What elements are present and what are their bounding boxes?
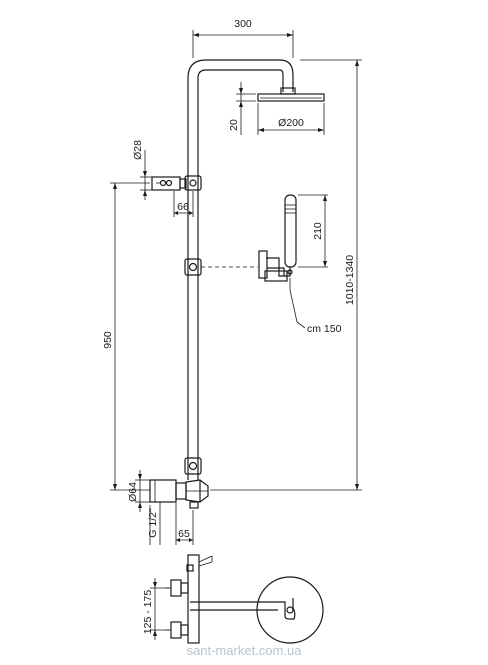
shower-head [257, 93, 325, 102]
mixer-holder-dimension: 950 [102, 182, 150, 491]
dim-holder-diameter: Ø28 [132, 140, 144, 160]
dim-head-diameter: Ø200 [278, 117, 304, 129]
watermark: sant-market.com.ua [186, 643, 302, 658]
dim-head-thickness: 20 [228, 119, 240, 131]
riser-pipe [187, 78, 199, 480]
dim-mixer-to-holder: 950 [102, 331, 114, 349]
upper-holder [151, 175, 202, 191]
dim-thread: G 1/2" [147, 508, 159, 538]
holder-dimensions: Ø28 66 [132, 140, 194, 217]
inlet-spacing-dimension: 125 - 175 [142, 578, 170, 640]
mixer-dimensions: Ø64 G 1/2" 65 [127, 470, 194, 545]
dim-holder-offset: 66 [177, 201, 189, 213]
dim-inlet-spacing: 125 - 175 [142, 590, 154, 635]
handshower-dimensions: 210 cm 150 [289, 194, 342, 335]
head-dimensions: 300 20 Ø200 [192, 18, 325, 135]
total-height-dimension: 1010-1340 [210, 59, 362, 491]
dim-total-height: 1010-1340 [344, 255, 356, 305]
dim-hose-length: cm 150 [307, 323, 342, 335]
handshower [258, 194, 297, 282]
mixer-body [149, 479, 209, 509]
top-view [165, 554, 324, 644]
dim-mixer-diameter: Ø64 [127, 482, 139, 502]
dim-mixer-offset: 65 [178, 528, 190, 540]
dim-arm-width: 300 [234, 18, 252, 30]
slide-holder [184, 258, 258, 276]
dim-handshower-length: 210 [312, 222, 324, 240]
lower-connector [184, 457, 202, 475]
